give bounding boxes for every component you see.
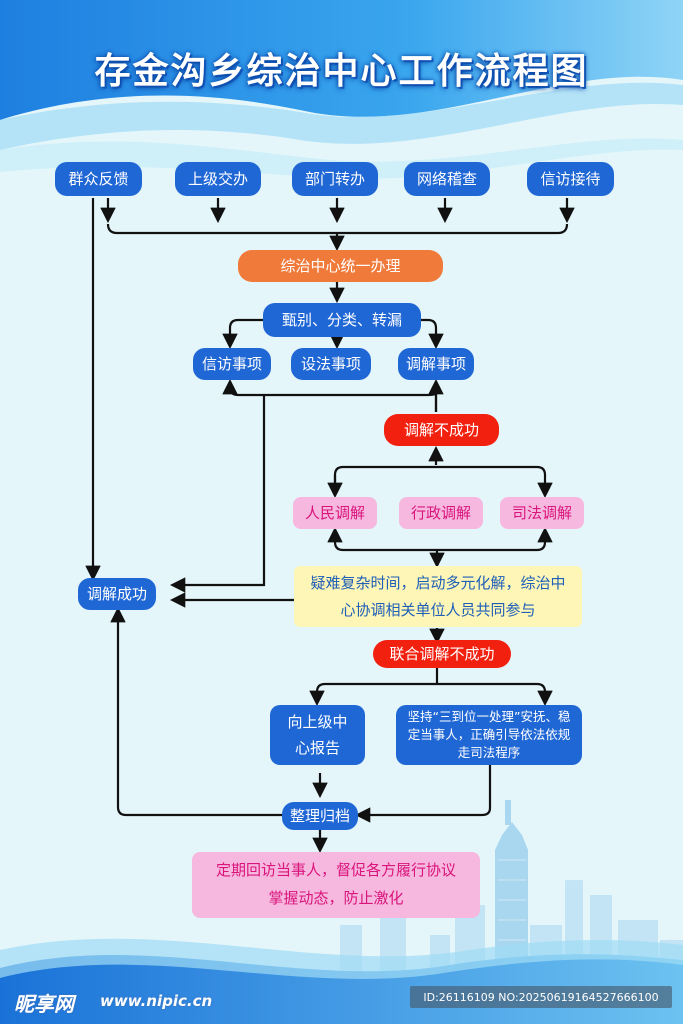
page-title: 存金沟乡综治中心工作流程图 — [94, 51, 589, 92]
mediation-fail: 调解不成功 — [384, 414, 499, 446]
mediation-success: 调解成功 — [78, 578, 156, 610]
archive-node: 整理归档 — [282, 802, 358, 830]
watermark-logo: 昵享网 — [14, 992, 74, 1016]
followup-line-2: 掌握动态，防止激化 — [268, 889, 404, 907]
screening-node: 甄别、分类、转漏 — [263, 303, 421, 337]
report-to-superior: 向上级中心报告 — [270, 705, 365, 765]
center-unified-handling: 综治中心统一办理 — [238, 250, 443, 282]
source-department-transfer: 部门转办 — [292, 162, 378, 196]
mediation-people: 人民调解 — [293, 497, 377, 529]
source-superior-assigned: 上级交办 — [175, 162, 261, 196]
category-legal: 设法事项 — [291, 348, 371, 380]
complex-case-box: 疑难复杂时间，启动多元化解，综治中心协调相关单位人员共同参与 — [294, 566, 582, 627]
watermark-url: www.nipic.cn — [100, 992, 213, 1010]
persist-three-in-place: 坚持“三到位一处理”安抚、稳定当事人，正确引导依法依规走司法程序 — [396, 705, 582, 765]
followup-box: 定期回访当事人，督促各方履行协议 掌握动态，防止激化 — [192, 852, 480, 918]
source-petition-reception: 信访接待 — [527, 162, 614, 196]
joint-mediation-fail: 联合调解不成功 — [373, 640, 511, 668]
watermark-id: ID:26116109 NO:20250619164527666100 — [410, 986, 672, 1008]
mediation-judicial: 司法调解 — [500, 497, 584, 529]
source-public-feedback: 群众反馈 — [55, 162, 142, 196]
category-petition: 信访事项 — [193, 348, 271, 380]
followup-line-1: 定期回访当事人，督促各方履行协议 — [215, 861, 456, 880]
category-mediation: 调解事项 — [398, 348, 474, 380]
source-network-inspection: 网络稽查 — [404, 162, 490, 196]
mediation-administrative: 行政调解 — [399, 497, 483, 529]
